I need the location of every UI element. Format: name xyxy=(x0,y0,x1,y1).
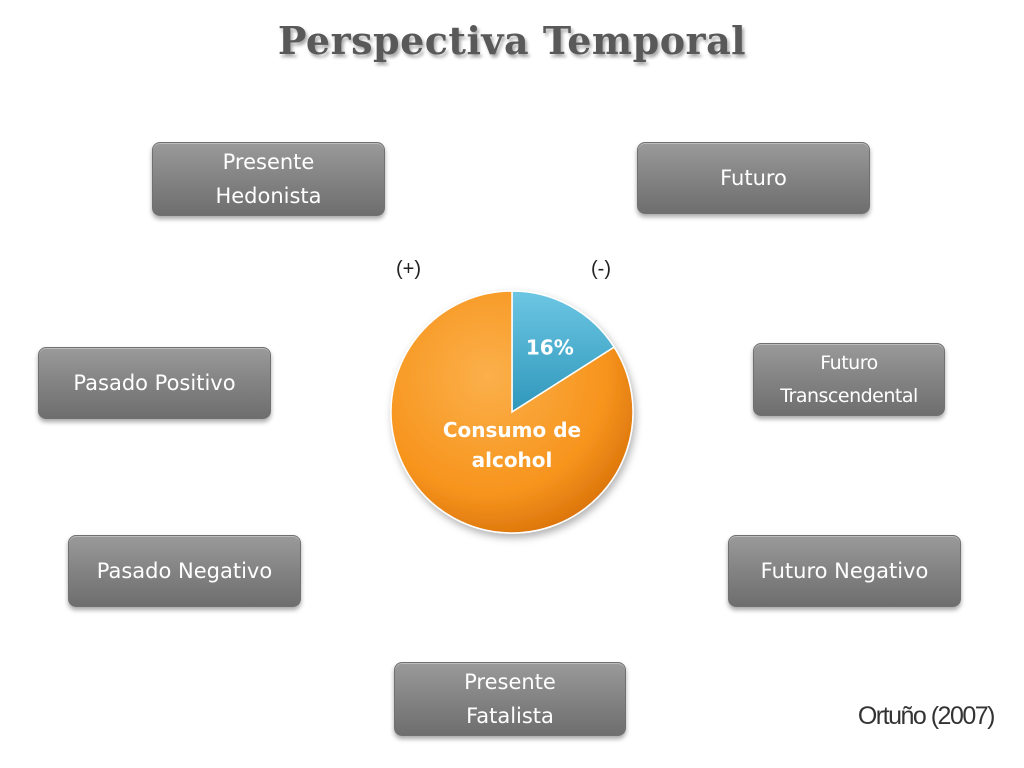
pie-label-large-line1: Consumo de xyxy=(443,418,581,442)
box-pasado-negativo: Pasado Negativo xyxy=(68,535,301,607)
citation: Ortuño (2007) xyxy=(857,702,996,730)
box-futuro-negativo: Futuro Negativo xyxy=(728,535,961,607)
box-line: Pasado Positivo xyxy=(73,371,236,395)
box-futuro-transcendental: Futuro Transcendental xyxy=(753,343,945,416)
box-line: Hedonista xyxy=(215,184,322,208)
box-line: Futuro xyxy=(820,351,878,374)
box-pasado-positivo: Pasado Positivo xyxy=(38,347,271,419)
box-line: Fatalista xyxy=(466,704,554,728)
pie-slice-large xyxy=(390,290,634,534)
box-line: Presente xyxy=(464,670,556,694)
pie-slice-small xyxy=(511,290,616,414)
box-presente-hedonista: Presente Hedonista xyxy=(152,142,385,216)
box-presente-fatalista: Presente Fatalista xyxy=(394,662,626,736)
pie-label-large-line2: alcohol xyxy=(472,448,553,472)
positive-sign: (+) xyxy=(396,258,421,280)
box-line: Transcendental xyxy=(780,384,918,407)
box-line: Presente xyxy=(222,150,315,174)
box-futuro: Futuro xyxy=(637,142,870,214)
box-line: Futuro Negativo xyxy=(760,559,929,583)
box-line: Pasado Negativo xyxy=(96,559,273,583)
pie-chart: 16% Consumo de alcohol xyxy=(390,290,634,534)
negative-sign: (-) xyxy=(591,258,611,280)
box-line: Futuro xyxy=(720,166,787,190)
pie-label-small: 16% xyxy=(526,336,574,360)
page-title: Perspectiva Temporal xyxy=(277,18,747,63)
